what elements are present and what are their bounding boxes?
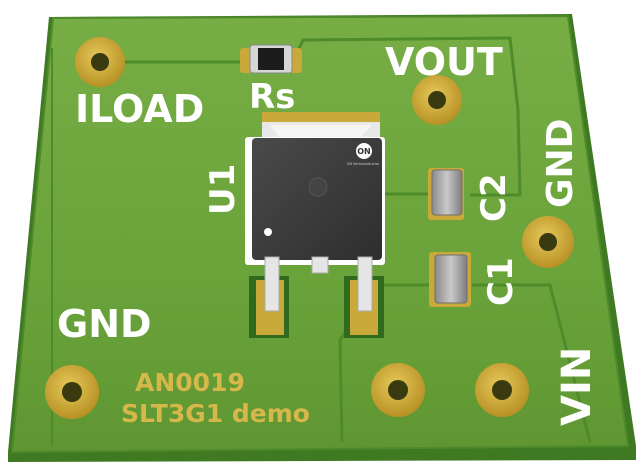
pad-vin-right[interactable] (475, 363, 529, 417)
board-name-text: SLT3G1 demo (121, 399, 310, 428)
resistor-rs[interactable] (240, 44, 302, 74)
label-vin: VIN (554, 347, 600, 426)
on-semi-logo: ON ON Semiconductor (347, 143, 380, 166)
label-gnd-left: GND (57, 302, 152, 346)
pad-vout[interactable] (412, 75, 462, 125)
pad-iload[interactable] (75, 37, 125, 87)
capacitor-c2[interactable] (428, 168, 464, 220)
chip-u1[interactable] (245, 122, 385, 312)
capacitor-c1[interactable] (429, 252, 471, 307)
label-vout: VOUT (385, 40, 503, 84)
label-c1: C1 (481, 257, 521, 306)
label-rs: Rs (249, 77, 295, 117)
label-u1: U1 (203, 164, 243, 215)
label-c2: C2 (474, 173, 514, 222)
label-gnd-right: GND (540, 118, 581, 208)
pad-gnd-left[interactable] (45, 365, 99, 419)
pad-gnd-right[interactable] (522, 216, 574, 268)
chip-brand-text: ON Semiconductor (347, 162, 380, 166)
logo-text: ON (357, 147, 371, 156)
board-id-text: AN0019 (135, 368, 245, 397)
pad-vin-left[interactable] (371, 363, 425, 417)
label-iload: ILOAD (75, 87, 204, 131)
